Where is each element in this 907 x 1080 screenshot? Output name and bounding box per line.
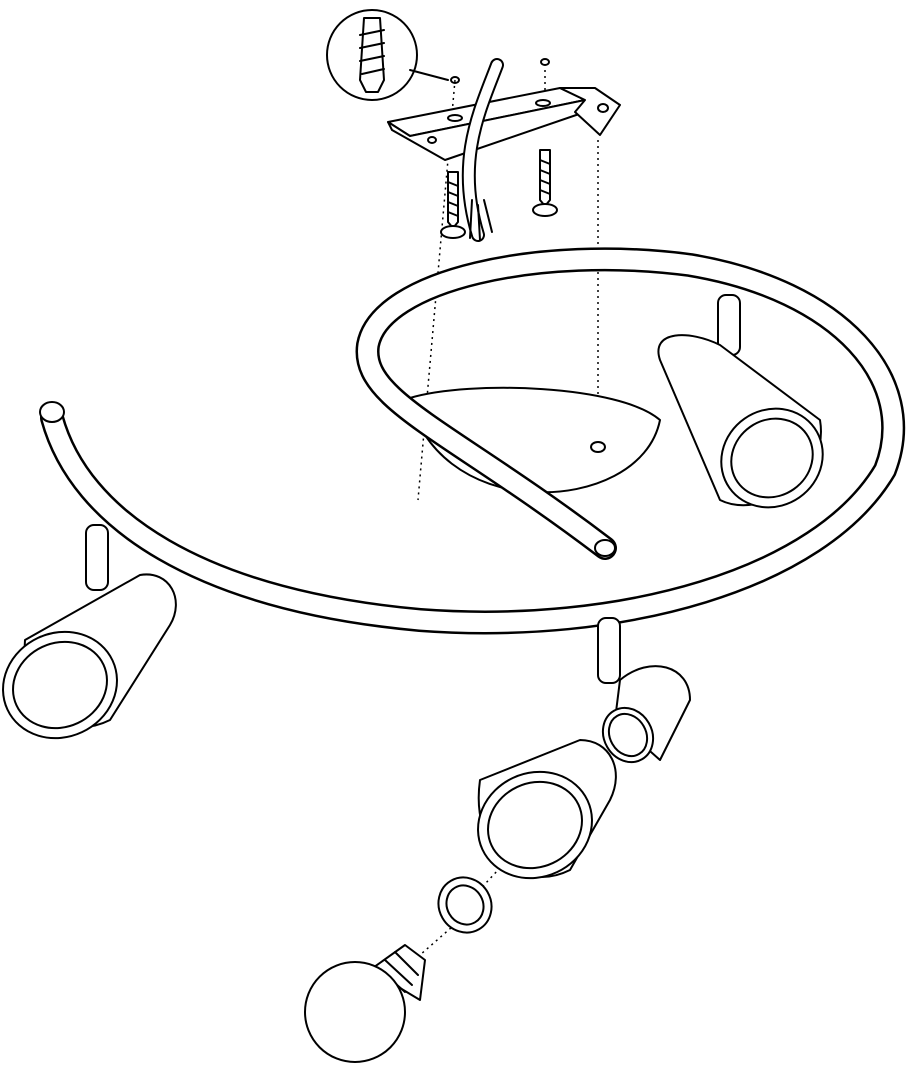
screw-right bbox=[532, 149, 558, 217]
mounting-bracket bbox=[387, 87, 621, 161]
spotlight-right bbox=[657, 294, 824, 509]
screw-left bbox=[440, 171, 466, 239]
spotlight-left bbox=[2, 524, 177, 740]
power-cable bbox=[461, 58, 504, 242]
lamp-shade bbox=[477, 739, 617, 880]
ring-nut bbox=[437, 876, 493, 934]
wall-plug-detail bbox=[326, 9, 550, 101]
spotlight-holder bbox=[597, 617, 691, 764]
light-bulb bbox=[304, 944, 426, 1063]
spiral-arm bbox=[39, 247, 906, 635]
